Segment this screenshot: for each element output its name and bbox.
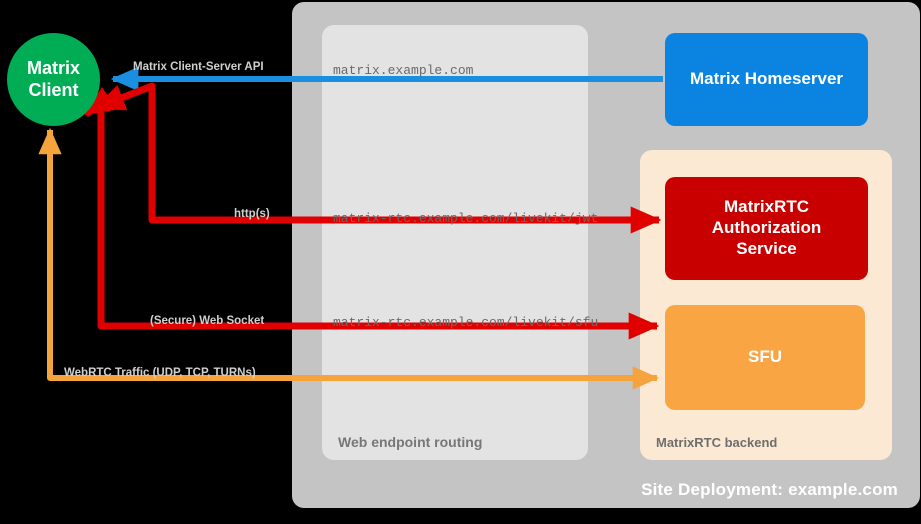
node-matrix-client-label-line1: Matrix (26, 57, 80, 78)
node-matrix-client-label: Matrix Client (27, 58, 80, 102)
edge-webrtc-arrow (38, 127, 660, 390)
node-matrix-client-label-line2: Client (28, 79, 79, 100)
auth-label-line3: Service (736, 238, 797, 258)
node-matrix-homeserver-label: Matrix Homeserver (689, 69, 844, 89)
node-sfu[interactable]: SFU (665, 305, 865, 410)
auth-label-line1: MatrixRTC (723, 197, 809, 217)
web-endpoint-routing-label: Web endpoint routing (338, 434, 483, 450)
node-matrixrtc-authorization-service[interactable]: MatrixRTC Authorization Service (665, 177, 868, 280)
site-deployment-label: Site Deployment: example.com (641, 480, 898, 499)
edge-jwt-arrow (93, 82, 662, 234)
auth-label-line2: Authorization (711, 218, 822, 238)
node-sfu-label: SFU (748, 347, 782, 367)
matrixrtc-backend-label: MatrixRTC backend (656, 435, 778, 450)
node-matrix-homeserver[interactable]: Matrix Homeserver (665, 33, 868, 126)
edge-websocket-arrow (83, 87, 660, 340)
node-matrix-client[interactable]: Matrix Client (7, 33, 100, 126)
node-matrixrtc-authorization-service-label: MatrixRTC Authorization Service (712, 197, 822, 259)
